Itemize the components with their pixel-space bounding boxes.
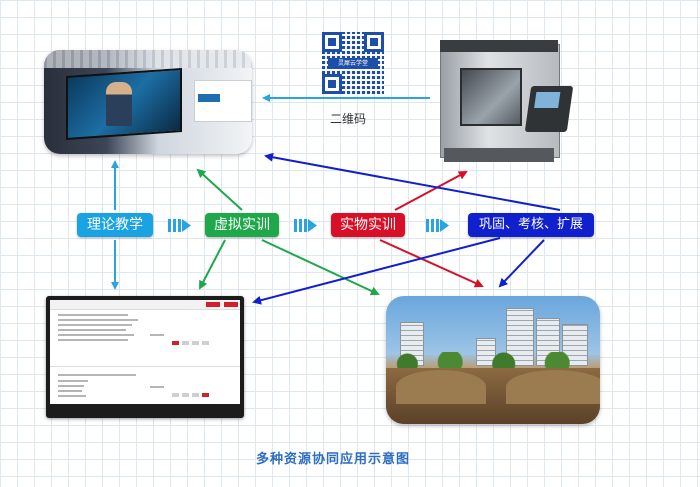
qr-label: 灵犀云学堂: [328, 58, 378, 69]
arrow-virtual-to-tablet: [199, 239, 226, 290]
arrow-virtual-to-lecture: [196, 168, 243, 211]
arrow-extend-to-scene: [498, 239, 545, 288]
diagram-caption: 多种资源协同应用示意图: [255, 452, 410, 467]
arrow-extend-to-tablet: [252, 237, 501, 305]
classroom-lecture-photo: [44, 50, 252, 154]
arrow-physical-to-scene: [379, 239, 484, 288]
node-virtual-training: 虚拟实训: [205, 213, 279, 237]
cnc-machine-photo: [432, 34, 584, 168]
node-consolidate-assess-extend: 巩固、考核、扩展: [468, 213, 594, 237]
arrow-extend-to-lecture: [264, 152, 561, 211]
arrow-physical-to-machine: [394, 171, 468, 211]
flow-arrow-icon: [294, 219, 317, 232]
arrow-virtual-to-scene: [261, 239, 380, 296]
node-physical-training: 实物实训: [331, 213, 405, 237]
construction-site-3d-scene: [386, 296, 600, 424]
tablet-quiz-screenshot: [46, 296, 244, 418]
qr-caption: 二维码: [330, 112, 367, 126]
qr-code-image: 灵犀云学堂: [322, 32, 384, 94]
node-theory-teaching: 理论教学: [77, 213, 153, 237]
flow-arrow-icon: [168, 219, 191, 232]
flow-arrow-icon: [426, 219, 449, 232]
